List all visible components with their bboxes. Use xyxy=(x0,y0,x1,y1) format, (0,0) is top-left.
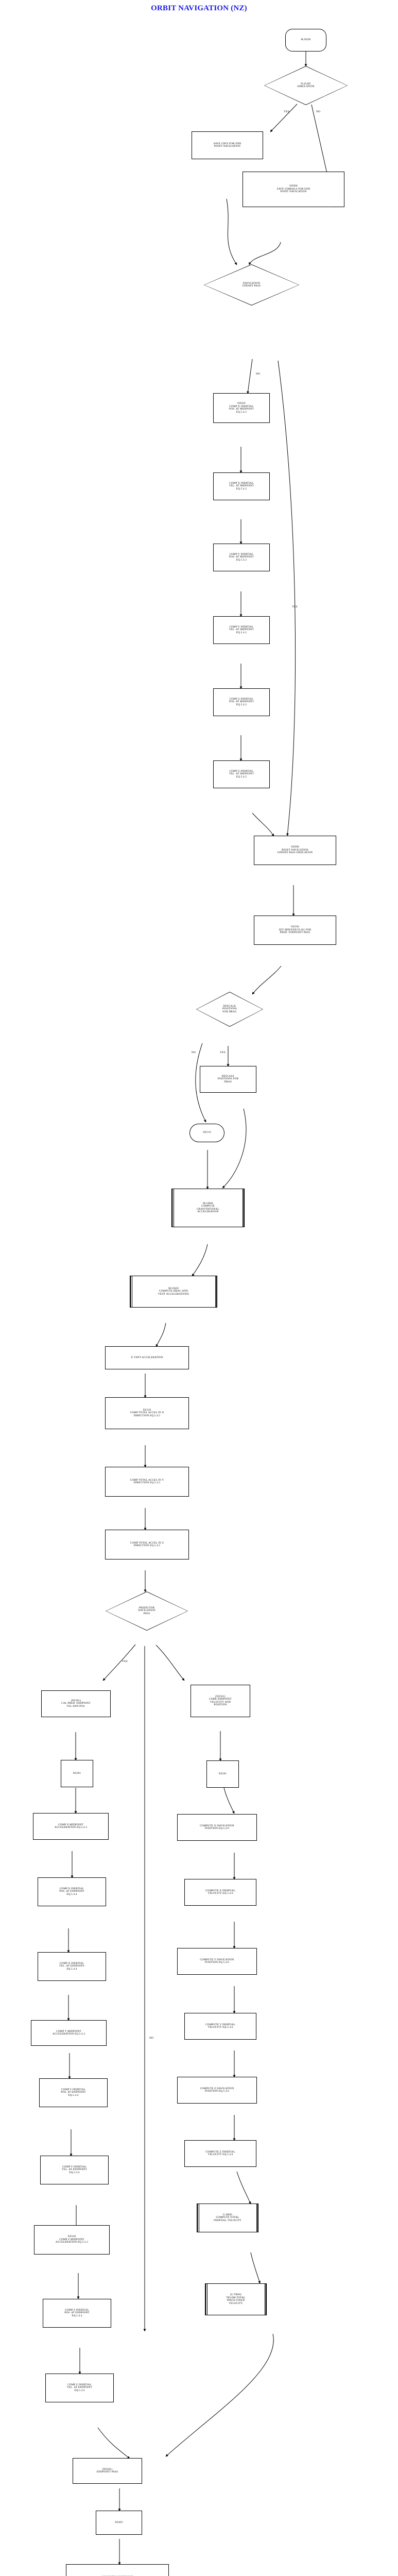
node-total-accel-y[interactable]: COMP TOTAL ACCEL IN Y DIRECTION EQ.5.4.5 xyxy=(105,1467,189,1497)
node-nz110[interactable]: NZ110 xyxy=(189,1124,224,1142)
node-rescale-positions-decision[interactable]: RESCALE POSITIONS FOR DRAG xyxy=(196,992,263,1027)
node-nz401-endpoint-pass[interactable]: (NZ401) ENDPOINT PASS xyxy=(73,2458,142,2484)
node-comp-y-inertial-pos-end[interactable]: COMP Y INERTIAL POS. AT ENDPOINT EQ.5.4.… xyxy=(39,2078,108,2107)
node-m-oa00-compute-drag-vent[interactable]: M.OA00 COMPUTE DRAG AND VENT ACCELERATIO… xyxy=(130,1276,217,1308)
node-nz100-set-mid-end-flag[interactable]: NZ100 SET MID/END FLAG FOR PRED. ENDPOIN… xyxy=(254,916,336,945)
node-compute-z-inertial-vel[interactable]: COMPUTE Z INERTIAL VELOCITY EQ.5.4.6 xyxy=(184,2140,256,2167)
node-comp-y-midpoint-accel[interactable]: COMP Y MIDPOINT ACCELERATION EQ.5.4.3 xyxy=(31,2020,107,2046)
node-flight-simulation-decision[interactable]: FLIGHT SIMULATION xyxy=(264,66,348,105)
node-comp-x-inertial-pos-end[interactable]: COMP X INERTIAL POS. AT ENDPOINT EQ.5.4.… xyxy=(38,1877,106,1906)
edge-label-nav-update-yes: YES xyxy=(292,605,298,608)
node-m-nz00[interactable]: M.NZ00 xyxy=(285,29,326,52)
node-save-chis[interactable]: SAVE CHI'S FOR END POINT NAVIGATION xyxy=(192,131,263,159)
node-nz330-comp-z-midpoint[interactable]: NZ330 COMP Z MIDPOINT ACCELERATION EQ.5.… xyxy=(34,2225,110,2255)
decision-label: RESCALE POSITIONS FOR DRAG xyxy=(222,1004,237,1013)
node-comp-y-pos-mid[interactable]: COMP Y INERTIAL POS. AT MIDPOINT EQ.5.4.… xyxy=(213,544,270,571)
node-comp-z-pos-mid[interactable]: COMP Z INERTIAL POS. AT MIDPOINT EQ.5.4.… xyxy=(213,688,270,716)
node-compute-x-nav-position[interactable]: COMPUTE X NAVIGATION POSITION EQ.5.4.6 xyxy=(177,1814,257,1841)
node-navigation-update-pass-decision[interactable]: NAVIGATION UPDATE PASS xyxy=(204,264,299,306)
edge-label-predictor-no: NO xyxy=(149,2037,154,2040)
node-compute-y-inertial-vel[interactable]: COMPUTE Y INERTIAL VELOCITY EQ.5.4.6 xyxy=(184,2013,256,2040)
node-nz130-total-accel-x[interactable]: NZ130 COMP TOTAL ACCEL IN X DIRECTION EQ… xyxy=(105,1397,189,1429)
page-title: ORBIT NAVIGATION (NZ) xyxy=(151,4,247,12)
node-compute-x-inertial-vel[interactable]: COMPUTE X INERTIAL VELOCITY EQ.5.4.6 xyxy=(184,1879,256,1906)
node-m-gr00-compute-gravity[interactable]: M.GR00 COMPUTE GRAVITATIONAL ACCELERATIO… xyxy=(171,1189,245,1227)
edge-label-rescale-yes: YES xyxy=(220,1051,226,1054)
edge-label-flight-sim-yes: YES xyxy=(284,110,289,113)
node-comp-z-inertial-vel-end[interactable]: COMP Z INERTIAL VEL. AT ENDPOINT EQ.5.4.… xyxy=(45,2374,114,2402)
edge-label-rescale-no: NO xyxy=(192,1051,196,1054)
decision-label: PREDICTOR NAVIGATION PASS xyxy=(138,1606,155,1615)
node-nz201[interactable]: NZ201 xyxy=(206,1760,239,1788)
node-u-tr00-telem-total-space-fixed-velocity[interactable]: (U.TR00) TELEM TOTAL SPACE-FIXED VELOCIT… xyxy=(205,2283,267,2315)
node-rescale-positions-for-drag[interactable]: RESCALE POSITIONS FOR DRAG xyxy=(200,1066,256,1093)
node-comp-z-vel-mid[interactable]: COMP Z INERTIAL VEL. AT MIDPOINT EQ.5.4.… xyxy=(213,760,270,788)
node-comp-y-vel-mid[interactable]: COMP Y INERTIAL VEL. AT MIDPOINT EQ.5.4.… xyxy=(213,616,270,644)
node-compute-y-nav-position[interactable]: COMPUTE Y NAVIGATION POSITION EQ.5.4.6 xyxy=(177,1948,257,1975)
node-comp-x-midpoint-accel[interactable]: COMP X MIDPOINT ACCELERATION EQ.5.4.3 xyxy=(33,1813,109,1840)
node-nz301[interactable]: NZ301 xyxy=(61,1760,93,1787)
node-u-sr00-total-inertial-velocity[interactable]: U.SR00 COMPUTE TOTAL INERTIAL VELOCITY xyxy=(197,2204,258,2232)
edge-label-predictor-yes: YES xyxy=(122,1660,128,1663)
node-comp-x-vel-mid[interactable]: COMP X INERTIAL VEL. AT MIDPOINT EQ.5.4.… xyxy=(213,472,270,500)
node-nz401[interactable]: NZ401 xyxy=(96,2511,142,2535)
decision-label: FLIGHT SIMULATION xyxy=(297,82,315,88)
node-nz301-cal-pred-endpoint[interactable]: (NZ301) CAL PRED. ENDPOINT VEL AND POS. xyxy=(41,1690,111,1717)
decision-label: NAVIGATION UPDATE PASS xyxy=(242,281,261,287)
node-x-vent-acceleration[interactable]: X VENT ACCELERATION xyxy=(105,1346,189,1369)
node-nz090-reset-nav-update[interactable]: NZ090 RESET NAVIGATION UPDATE PASS INDIC… xyxy=(254,836,336,865)
node-comp-y-inertial-vel-end[interactable]: COMP Y INERTIAL VEL. AT ENDPOINT EQ.5.4.… xyxy=(40,2156,109,2184)
node-compute-y-endpoint-accel[interactable]: COMPUTE Y ENDPOINT ACCELERATION EQ.5.4.7 xyxy=(66,2564,169,2576)
node-predictor-navigation-pass-decision[interactable]: PREDICTOR NAVIGATION PASS xyxy=(106,1591,188,1631)
edge-label-nav-update-no: NO xyxy=(256,372,261,376)
node-nz020-comp-x-pos-mid[interactable]: NZ020 COMP X INERTIAL POS. AT MIDPOINT E… xyxy=(213,393,270,423)
node-total-accel-z[interactable]: COMP TOTAL ACCEL IN Z DIRECTION EQ.5.4.5 xyxy=(105,1530,189,1560)
edge-label-flight-sim-no: NO xyxy=(316,110,321,113)
node-comp-z-inertial-pos-end[interactable]: COMP Z INERTIAL POS. AT ENDPOINT EQ.5.4.… xyxy=(43,2299,111,2328)
node-nz201-corr-endpoint[interactable]: (NZ201) CORR ENDPOINT VELOCITY AND POSIT… xyxy=(191,1685,250,1717)
node-comp-x-inertial-vel-end[interactable]: COMP X INERTIAL VEL. AT ENDPOINT EQ.5.4.… xyxy=(38,1952,106,1981)
node-compute-z-nav-position[interactable]: COMPUTE Z NAVIGATION POSITION EQ.5.4.6 xyxy=(177,2077,257,2104)
node-nz000-save-gimbals[interactable]: NZ000 SAVE GIMBALS FOR END POINT NAVIGAT… xyxy=(243,172,344,207)
